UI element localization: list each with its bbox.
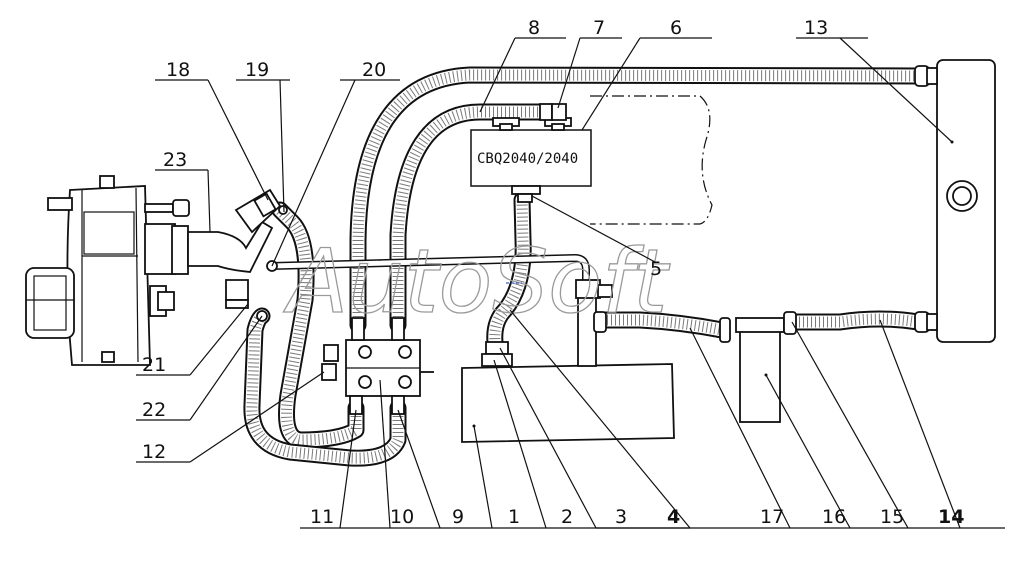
callout-20: 20 <box>362 59 386 81</box>
callout-10: 10 <box>390 506 414 528</box>
callout-7: 7 <box>593 17 605 39</box>
callout-6: 6 <box>670 17 682 39</box>
radiator-13 <box>914 59 996 343</box>
callout-15: 15 <box>880 506 904 528</box>
callout-21: 21 <box>142 354 166 376</box>
callout-19: 19 <box>245 59 269 81</box>
leader-lines <box>136 37 1005 529</box>
callout-23: 23 <box>163 149 187 171</box>
pump-6: CBQ2040/2040 <box>470 95 713 225</box>
callout-3: 3 <box>615 506 627 528</box>
pump-model-label: CBQ2040/2040 <box>477 151 578 167</box>
callout-4: 4 <box>667 506 680 528</box>
callout-16: 16 <box>822 506 846 528</box>
engine-pto-assembly <box>25 175 288 366</box>
callout-12: 12 <box>142 441 166 463</box>
callout-17: 17 <box>760 506 784 528</box>
oil-tank-1 <box>461 279 675 443</box>
callout-1: 1 <box>508 506 520 528</box>
callout-2: 2 <box>561 506 573 528</box>
callout-18: 18 <box>166 59 190 81</box>
steel-pipe-group <box>268 254 590 288</box>
callout-14: 14 <box>938 506 964 528</box>
callout-22: 22 <box>142 399 166 421</box>
callout-8: 8 <box>528 17 540 39</box>
callout-labels: 1 2 3 4 5 6 7 8 9 10 11 12 13 14 15 16 1… <box>142 17 964 528</box>
callout-11: 11 <box>310 506 334 528</box>
valve-block-10 <box>321 317 434 415</box>
filter-16 <box>719 311 797 423</box>
watermark: AutoSoft <box>283 230 671 333</box>
callout-5: 5 <box>650 258 662 280</box>
callout-9: 9 <box>452 506 464 528</box>
callout-13: 13 <box>804 17 828 39</box>
